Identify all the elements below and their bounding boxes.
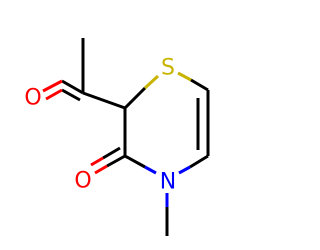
atom-label-sulfur: S <box>161 56 175 81</box>
atom-label-nitrogen: N <box>160 170 176 195</box>
bond-lactam-co-a-black <box>106 154 126 168</box>
molecule-structure-diagram: S N O O <box>24 38 210 236</box>
bond-c5-n-blue <box>178 165 191 175</box>
bond-s-c6-yellow <box>177 71 192 82</box>
bond-lactam-co-a-red <box>94 164 108 175</box>
bond-c2-s-yellow <box>143 74 160 90</box>
bond-n-c3-black <box>124 154 146 169</box>
bond-s-c6-black <box>190 78 209 92</box>
atom-label-oxygen-acetyl: O <box>24 86 41 111</box>
bond-acetyl-co-b-black <box>61 88 81 102</box>
bond-n-c3-blue <box>144 165 157 175</box>
bond-acetyl-co-b-red <box>45 88 63 101</box>
bond-lactam-co-b-red <box>90 156 104 167</box>
atom-label-oxygen-lactam: O <box>74 169 91 194</box>
bond-acetyl-ring <box>82 91 126 110</box>
bond-lactam-co-b-black <box>102 146 121 160</box>
bond-acetyl-co-a-black <box>61 79 84 95</box>
bond-c2-s-black <box>123 86 147 110</box>
bond-c5-n-black <box>189 154 209 169</box>
bond-acetyl-co-a-red <box>42 79 63 93</box>
